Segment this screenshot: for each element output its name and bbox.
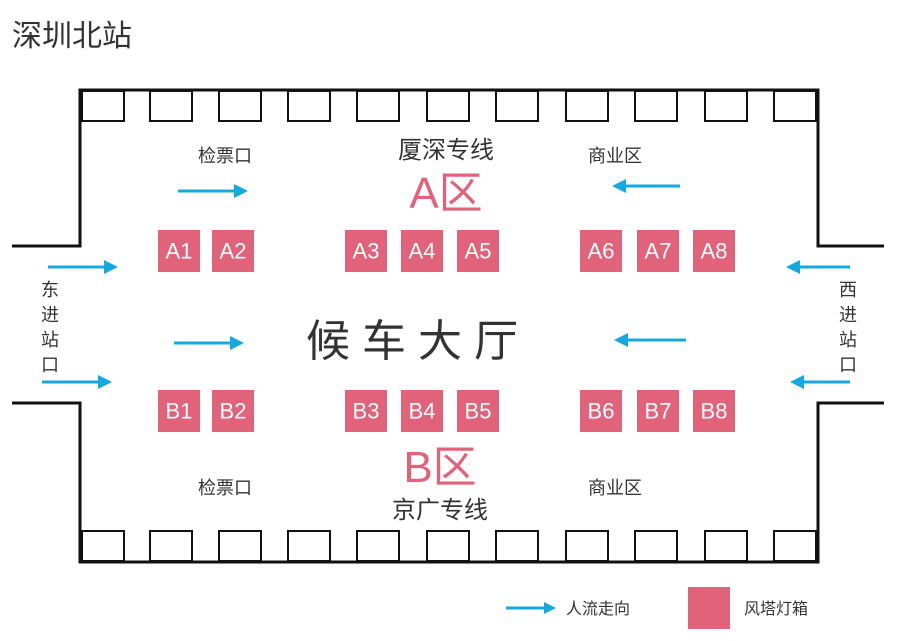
lightbox-b1: B1 bbox=[158, 390, 200, 432]
gate-cell bbox=[287, 90, 331, 122]
arrow-head-icon bbox=[612, 179, 626, 193]
lightbox-b2: B2 bbox=[212, 390, 254, 432]
lightbox-label: A2 bbox=[220, 239, 247, 264]
legend-box-swatch bbox=[688, 587, 730, 629]
lightbox-b6: B6 bbox=[580, 390, 622, 432]
zone-a-checkin-label: 检票口 bbox=[198, 146, 252, 167]
lightbox-label: A3 bbox=[353, 239, 380, 264]
lightbox-a7: A7 bbox=[637, 230, 679, 272]
gate-cell bbox=[426, 90, 470, 122]
lightbox-a8: A8 bbox=[693, 230, 735, 272]
lightbox-label: B1 bbox=[166, 399, 193, 424]
west-entrance-char: 站 bbox=[839, 330, 857, 351]
lightbox-label: A4 bbox=[409, 239, 436, 264]
lightbox-a3: A3 bbox=[345, 230, 387, 272]
lightbox-b7: B7 bbox=[637, 390, 679, 432]
gate-cell bbox=[426, 530, 470, 562]
gate-cell bbox=[356, 90, 400, 122]
gate-cell bbox=[773, 90, 817, 122]
lightbox-b3: B3 bbox=[345, 390, 387, 432]
lightbox-a4: A4 bbox=[401, 230, 443, 272]
gate-cell bbox=[565, 530, 609, 562]
gate-cell bbox=[773, 530, 817, 562]
lightbox-label: A5 bbox=[465, 239, 492, 264]
lightbox-label: A7 bbox=[645, 239, 672, 264]
arrow-head-icon bbox=[790, 375, 804, 389]
flow-arrow bbox=[612, 179, 680, 193]
east-entrance-char: 口 bbox=[41, 355, 59, 376]
gate-cell bbox=[634, 90, 678, 122]
gate-cell bbox=[704, 530, 748, 562]
zone-a-title: A区 bbox=[409, 169, 482, 218]
bottom-gate-row bbox=[81, 530, 817, 562]
east-entrance-char: 进 bbox=[41, 305, 59, 326]
lightbox-a2: A2 bbox=[212, 230, 254, 272]
flow-arrow bbox=[48, 260, 118, 274]
lightbox-b5: B5 bbox=[457, 390, 499, 432]
lightbox-label: B5 bbox=[465, 399, 492, 424]
arrow-head-icon bbox=[234, 184, 248, 198]
gate-cell bbox=[287, 530, 331, 562]
lightbox-b4: B4 bbox=[401, 390, 443, 432]
lightbox-label: B4 bbox=[409, 399, 436, 424]
lightbox-a6: A6 bbox=[580, 230, 622, 272]
lightbox-label: B8 bbox=[701, 399, 728, 424]
east-entrance-char: 站 bbox=[41, 330, 59, 351]
page-title: 深圳北站 bbox=[12, 19, 132, 54]
zone-b-title: B区 bbox=[403, 443, 476, 492]
lightbox-label: A6 bbox=[588, 239, 615, 264]
arrow-head-icon bbox=[98, 375, 112, 389]
flow-arrow bbox=[786, 260, 850, 274]
lightbox-label: A8 bbox=[701, 239, 728, 264]
lightbox-label: B2 bbox=[220, 399, 247, 424]
legend: 人流走向 风塔灯箱 bbox=[506, 587, 808, 629]
lightbox-label: B6 bbox=[588, 399, 615, 424]
lightbox-a1: A1 bbox=[158, 230, 200, 272]
lightbox-label: B7 bbox=[645, 399, 672, 424]
legend-box-label: 风塔灯箱 bbox=[744, 599, 808, 618]
west-entrance-char: 进 bbox=[839, 305, 857, 326]
lightbox-label: B3 bbox=[353, 399, 380, 424]
zone-b-checkin-label: 检票口 bbox=[198, 478, 252, 499]
arrow-head-icon bbox=[786, 260, 800, 274]
arrow-head-icon bbox=[104, 260, 118, 274]
gate-cell bbox=[81, 530, 125, 562]
west-entrance-char: 口 bbox=[839, 355, 857, 376]
legend-arrow-icon bbox=[544, 602, 556, 614]
west-entrance-char: 西 bbox=[839, 280, 857, 301]
flow-arrow bbox=[42, 375, 112, 389]
gate-cell bbox=[704, 90, 748, 122]
lightbox-b8: B8 bbox=[693, 390, 735, 432]
gate-cell bbox=[218, 530, 262, 562]
lightbox-a5: A5 bbox=[457, 230, 499, 272]
gate-cell bbox=[81, 90, 125, 122]
arrow-head-icon bbox=[230, 336, 244, 350]
zone-b-line-label: 京广专线 bbox=[392, 496, 488, 524]
gate-cell bbox=[218, 90, 262, 122]
gate-cell bbox=[356, 530, 400, 562]
flow-arrow bbox=[790, 375, 850, 389]
hall-label: 候车大厅 bbox=[306, 316, 530, 367]
east-entrance-char: 东 bbox=[41, 280, 59, 301]
gate-cell bbox=[149, 90, 193, 122]
gate-cell bbox=[149, 530, 193, 562]
flow-arrow bbox=[178, 184, 248, 198]
zone-a-line-label: 厦深专线 bbox=[398, 136, 494, 164]
zone-a-commerce-label: 商业区 bbox=[588, 146, 642, 167]
lightbox-label: A1 bbox=[166, 239, 193, 264]
flow-arrow bbox=[174, 336, 244, 350]
gate-cell bbox=[634, 530, 678, 562]
top-gate-row bbox=[81, 90, 817, 122]
gate-cell bbox=[495, 90, 539, 122]
gate-cell bbox=[495, 530, 539, 562]
arrow-head-icon bbox=[614, 333, 628, 347]
flow-arrows bbox=[42, 179, 850, 389]
zone-b-commerce-label: 商业区 bbox=[588, 478, 642, 499]
gate-cell bbox=[565, 90, 609, 122]
flow-arrow bbox=[614, 333, 686, 347]
legend-flow-label: 人流走向 bbox=[566, 599, 630, 618]
